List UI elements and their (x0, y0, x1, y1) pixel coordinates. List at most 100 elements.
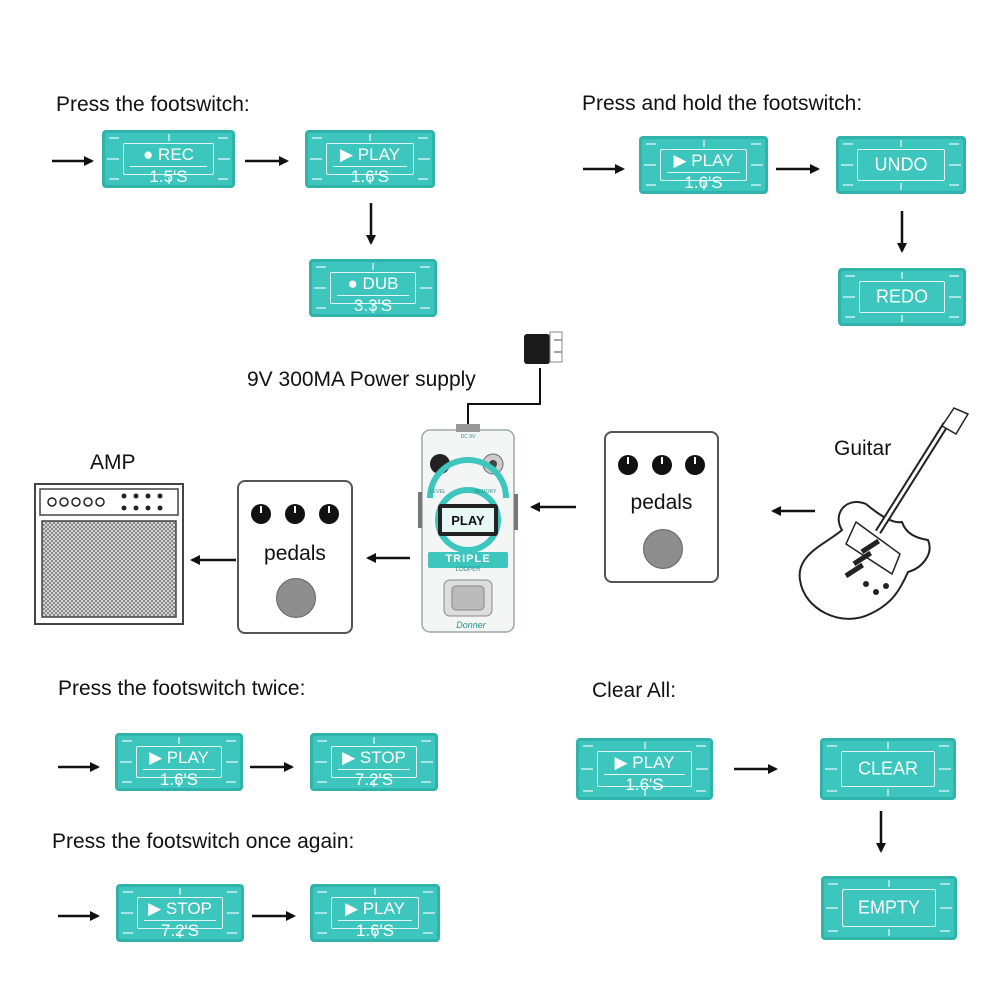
power-adapter-icon (524, 331, 563, 364)
pedal-box-left: pedals (237, 480, 353, 634)
lcd-ray (900, 183, 902, 190)
lcd-ray (418, 137, 428, 139)
lcd-ray (581, 768, 593, 770)
lcd-ray (827, 745, 837, 747)
lcd-ray (226, 740, 236, 742)
lcd-ray (122, 781, 132, 783)
lcd-ray (940, 883, 950, 885)
lcd-ray (218, 137, 228, 139)
display-empty: EMPTY (821, 876, 957, 940)
guitar-label: Guitar (834, 437, 892, 460)
lcd-ray (644, 164, 656, 166)
looper-brand: Donner (456, 620, 486, 630)
lcd-ray (226, 781, 236, 783)
lcd-ray (122, 740, 132, 742)
lcd-ray (121, 912, 133, 914)
lcd-ray (421, 761, 433, 763)
lcd-ray (826, 907, 838, 909)
lcd-ray (949, 184, 959, 186)
lcd-ray (316, 307, 326, 309)
looper-knob-left-label: LEVEL (430, 489, 446, 495)
lcd-ray (940, 930, 950, 932)
lcd-ray (178, 737, 180, 744)
amp-label: AMP (90, 451, 136, 474)
lcd-ray (843, 143, 853, 145)
lcd-ray (949, 143, 959, 145)
lcd-ray (825, 768, 837, 770)
lcd-ray (643, 742, 646, 749)
lcd-ray (827, 790, 837, 792)
lcd-ray (123, 932, 133, 934)
lcd-ray (751, 143, 761, 145)
pedal-knob-icon (319, 504, 339, 524)
lcd-ray (940, 907, 952, 909)
lcd-ray (702, 140, 705, 147)
label-clear-all: Clear All: (592, 679, 677, 702)
lcd-ray (828, 883, 838, 885)
lcd-ray (845, 275, 855, 277)
lcd-ray (939, 790, 949, 792)
lcd-ray (372, 306, 374, 313)
lcd-ray (227, 912, 239, 914)
lcd-ray (317, 740, 327, 742)
pedal-box-right: pedals (604, 431, 719, 583)
display-undo: UNDO (836, 136, 966, 194)
lcd-ray (828, 930, 838, 932)
lcd-ray (646, 184, 656, 186)
lcd-ray (696, 768, 708, 770)
lcd-ray (312, 178, 322, 180)
label-press-footswitch: Press the footswitch: (56, 93, 250, 116)
lcd-ray (310, 158, 322, 160)
pedal-knob-icon (618, 455, 638, 475)
lcd-ray (179, 931, 181, 938)
lcd-ray (423, 891, 433, 893)
lcd-ray (369, 177, 371, 184)
lcd-ray (845, 316, 855, 318)
pedal-label-right: pedals (630, 491, 693, 514)
lcd-ray (949, 164, 961, 166)
lcd-ray (900, 140, 902, 147)
lcd-ray (887, 789, 889, 796)
lcd-ray (107, 158, 119, 160)
lcd-ray (317, 891, 327, 893)
lcd-ray (420, 287, 432, 289)
lcd-ray (423, 912, 435, 914)
lcd-ray (888, 929, 890, 936)
pedal-knob-icon (285, 504, 305, 524)
lcd-ray (418, 178, 428, 180)
pedal-footswitch-icon (276, 578, 316, 618)
lcd-ray (646, 143, 656, 145)
pedal-label-left: pedals (264, 542, 326, 565)
power-supply-label: 9V 300MA Power supply (247, 368, 476, 391)
lcd-ray (696, 745, 706, 747)
lcd-ray (218, 158, 230, 160)
lcd-ray (887, 742, 889, 749)
lcd-ray (841, 164, 853, 166)
lcd-ray (843, 296, 855, 298)
lcd-ray (109, 137, 119, 139)
lcd-ray (939, 768, 951, 770)
display-clear: CLEAR (820, 738, 956, 800)
amp-icon (34, 483, 184, 625)
lcd-ray (218, 178, 228, 180)
lcd-ray (315, 761, 327, 763)
lcd-ray (949, 316, 959, 318)
label-press-twice: Press the footswitch twice: (58, 677, 306, 700)
lcd-ray (167, 134, 170, 141)
pedal-knob-icon (251, 504, 271, 524)
lcd-ray (702, 183, 705, 190)
lcd-ray (374, 888, 376, 895)
guitar-icon (798, 407, 970, 620)
looper-dc-label: DC 9V (460, 434, 476, 440)
lcd-ray (421, 781, 431, 783)
lcd-ray (423, 932, 433, 934)
lcd-ray (369, 134, 371, 141)
lcd-ray (227, 891, 237, 893)
lcd-ray (583, 745, 593, 747)
